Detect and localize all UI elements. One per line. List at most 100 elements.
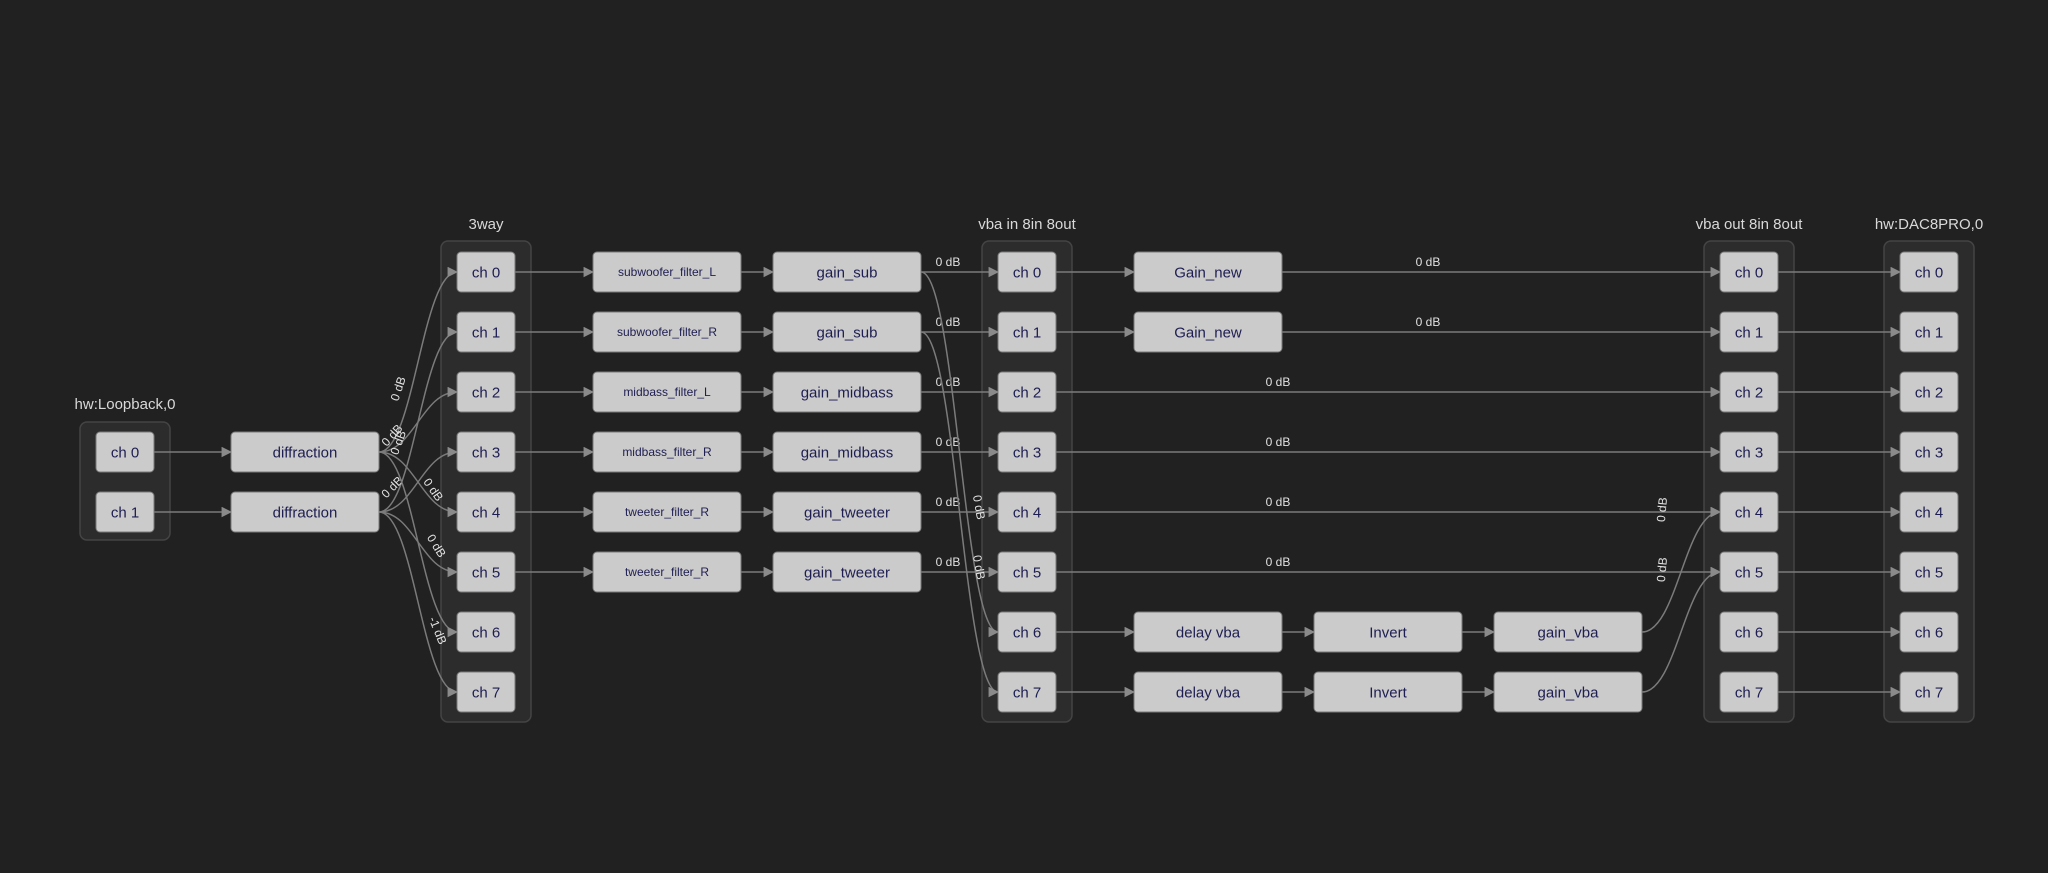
vba-out-channel-5-label: ch 5 [1735,564,1763,581]
vba-out-channel-5-box [1719,551,1779,593]
dac-channel-4-box [1899,491,1959,533]
3way-channel-7-box [456,671,516,713]
vba-out-channel-0-box [1719,251,1779,293]
filter-node-1-label: subwoofer_filter_R [617,325,717,339]
vba-in-channel-3: ch 3 [997,431,1057,473]
3way-channel-2-label: ch 2 [472,384,500,401]
gain-vba-node-0: gain_vba [1493,611,1643,653]
gain-node-1-label: gain_sub [817,324,878,341]
vba-in-channel-5-box [997,551,1057,593]
vba-in-channel-6: ch 6 [997,611,1057,653]
invert-node-1-box [1313,671,1463,713]
3way-channel-1: ch 1 [456,311,516,353]
3way-channel-1-label: ch 1 [472,324,500,341]
dac-channel-7: ch 7 [1899,671,1959,713]
vba-in-channel-2: ch 2 [997,371,1057,413]
gain-node-0-box [772,251,922,293]
vba-in-channel-2-label: ch 2 [1013,384,1041,401]
gain-node-3-box [772,431,922,473]
edge-label-25: 0 dB [936,375,961,389]
edge-29 [920,331,1000,698]
dac-channel-3-label: ch 3 [1915,444,1943,461]
gain-node-1-box [772,311,922,353]
dac-channel-6: ch 6 [1899,611,1959,653]
filter-node-4: tweeter_filter_R [592,491,742,533]
group-title-dac: hw:DAC8PRO,0 [1875,216,1983,233]
gain-node-2: gain_midbass [772,371,922,413]
edge-label-37: 0 dB [1266,495,1291,509]
3way-channel-7: ch 7 [456,671,516,713]
vba-out-channel-4-box [1719,491,1779,533]
gain-node-5-box [772,551,922,593]
edge-9 [378,511,459,698]
vba-out-channel-7-box [1719,671,1779,713]
dac-channel-1: ch 1 [1899,311,1959,353]
vba-in-channel-6-label: ch 6 [1013,624,1041,641]
gain-new-node-0-label: Gain_new [1174,264,1242,281]
vba-out-channel-6: ch 6 [1719,611,1779,653]
filter-node-2-label: midbass_filter_L [623,385,711,399]
dac-channel-6-label: ch 6 [1915,624,1943,641]
diffraction-node-0-box [230,431,380,473]
dac-channel-7-box [1899,671,1959,713]
3way-channel-4: ch 4 [456,491,516,533]
gain-node-5: gain_tweeter [772,551,922,593]
edge-label-24: 0 dB [936,315,961,329]
invert-node-0-label: Invert [1369,624,1407,641]
edge-label-34: 0 dB [1416,315,1441,329]
vba-out-channel-0: ch 0 [1719,251,1779,293]
dac-channel-2-label: ch 2 [1915,384,1943,401]
gain-new-node-1-box [1133,311,1283,353]
filter-node-1-box [592,311,742,353]
invert-node-1: Invert [1313,671,1463,713]
edge-label-36: 0 dB [1266,435,1291,449]
loopback-channel-1-box [95,491,155,533]
3way-channel-2: ch 2 [456,371,516,413]
vba-out-channel-2-label: ch 2 [1735,384,1763,401]
dac-channel-5-box [1899,551,1959,593]
group-vba-in: vba in 8in 8out [978,216,1077,723]
gain-vba-node-0-box [1493,611,1643,653]
vba-out-channel-2: ch 2 [1719,371,1779,413]
vba-in-channel-0: ch 0 [997,251,1057,293]
dac-channel-4: ch 4 [1899,491,1959,533]
filter-node-3: midbass_filter_R [592,431,742,473]
loopback-channel-1-label: ch 1 [111,504,139,521]
group-title-3way: 3way [468,216,504,233]
3way-channel-7-label: ch 7 [472,684,500,701]
loopback-channel-0-label: ch 0 [111,444,139,461]
edge-label-46: 0 dB [1654,557,1670,583]
vba-out-channel-4-label: ch 4 [1735,504,1763,521]
dac-channel-2-box [1899,371,1959,413]
3way-channel-6-label: ch 6 [472,624,500,641]
dac-channel-7-label: ch 7 [1915,684,1943,701]
diffraction-node-1: diffraction [230,491,380,533]
filter-node-3-label: midbass_filter_R [622,445,712,459]
vba-in-channel-5-label: ch 5 [1013,564,1041,581]
edge-label-28: 0 dB [936,555,961,569]
gain-node-1: gain_sub [772,311,922,353]
vba-out-channel-6-box [1719,611,1779,653]
invert-node-0: Invert [1313,611,1463,653]
dac-channel-0-label: ch 0 [1915,264,1943,281]
edge-45 [1641,566,1722,693]
delay-vba-node-1-label: delay vba [1176,684,1241,701]
dac-channel-4-label: ch 4 [1915,504,1943,521]
3way-channel-0-box [456,251,516,293]
edge-label-30: 0 dB [970,554,988,581]
delay-vba-node-0: delay vba [1133,611,1283,653]
loopback-channel-0-box [95,431,155,473]
gain-node-4-box [772,491,922,533]
edge-label-27: 0 dB [936,495,961,509]
edge-5 [378,326,459,513]
3way-channel-0-label: ch 0 [472,264,500,281]
vba-in-channel-1-box [997,311,1057,353]
delay-vba-node-0-box [1133,611,1283,653]
filter-node-0-box [592,251,742,293]
vba-out-channel-7: ch 7 [1719,671,1779,713]
group-3way: 3way [440,216,532,723]
diffraction-node-1-label: diffraction [273,504,338,521]
diffraction-node-1-box [230,491,380,533]
vba-out-channel-1-label: ch 1 [1735,324,1763,341]
